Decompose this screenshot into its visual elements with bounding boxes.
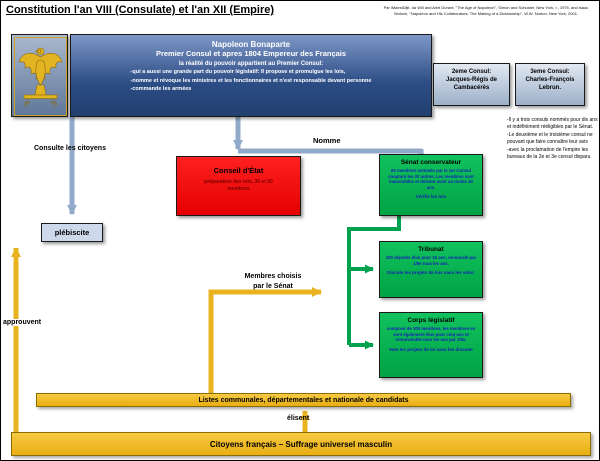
side-note-line: -Il y a trois consuls nommés pour dix an… bbox=[507, 117, 598, 130]
tribunat-role: Discute les projets de lois sans les vot… bbox=[387, 270, 475, 276]
label-consulte-les-citoyens: Consulte les citoyens bbox=[34, 145, 106, 152]
senat-body: 60 membres nommés par le 1er Consul coop… bbox=[388, 168, 474, 190]
side-note-line: -Le deuxième et le troisième consul ne p… bbox=[507, 132, 593, 145]
tribunat-title: Tribunat bbox=[418, 246, 444, 253]
conseil-detat-body: préparation des lois, 30 et 50 membres bbox=[204, 179, 273, 192]
arrow-membres-choisis bbox=[208, 287, 322, 393]
napoleon-powers-list: -qui a aussi une grande part du pouvoir … bbox=[131, 68, 372, 94]
third-consul-box: 3eme Consul: Charles-François Lebrun. bbox=[515, 63, 585, 106]
side-note-line: -avec la proclamation de l'empire les bu… bbox=[507, 147, 591, 160]
second-consul-name: Jacques-Régis de Cambacérès bbox=[445, 76, 498, 91]
page-title: Constitution l'an VIII (Consulate) et l'… bbox=[6, 4, 275, 16]
line-senat-branch bbox=[347, 216, 401, 345]
second-consul-box: 2eme Consul: Jacques-Régis de Cambacérès bbox=[433, 63, 510, 106]
label-approuvent: approuvent bbox=[2, 319, 43, 326]
napoleon-intro: la réalité du pouvoir appartient au Prem… bbox=[178, 61, 324, 67]
label-elisent: élisent bbox=[287, 415, 310, 422]
corps-legislatif-box: Corps législatif composé de 300 membres,… bbox=[379, 312, 483, 378]
label-nomme: Nomme bbox=[313, 136, 341, 145]
napoleon-title: Napoleon Bonaparte bbox=[211, 40, 291, 49]
napoleon-power-item: -qui a aussi une grande part du pouvoir … bbox=[130, 69, 346, 75]
third-consul-name: Charles-François Lebrun. bbox=[525, 76, 575, 91]
second-consul-title: 2eme Consul: bbox=[451, 69, 492, 75]
arrow-nomme-senat bbox=[238, 148, 426, 158]
consuls-side-note: -Il y a trois consuls nommés pour dix an… bbox=[507, 117, 599, 162]
tribunat-body: 100 députés élus pour 10 ans, renouvelé … bbox=[385, 255, 477, 266]
label-membres-line1: Membres choisis bbox=[244, 273, 302, 280]
senat-role: Vérifie les lois bbox=[415, 194, 447, 200]
corps-legislatif-role: Vote les projets de loi sans les discute… bbox=[389, 346, 473, 352]
label-membres-choisis: Membres choisis par le Sénat bbox=[223, 272, 323, 292]
senat-title: Sénat conservateur bbox=[400, 159, 462, 166]
plebiscite-box: plébiscite bbox=[41, 223, 103, 242]
tribunat-box: Tribunat 100 députés élus pour 10 ans, r… bbox=[379, 241, 483, 298]
napoleon-subtitle: Premier Consul et apres 1804 Empereur de… bbox=[155, 49, 347, 58]
corps-legislatif-title: Corps législatif bbox=[407, 317, 455, 324]
third-consul-title: 3eme Consul: bbox=[530, 69, 570, 75]
conseil-detat-title: Conseil d'État bbox=[213, 166, 264, 175]
napoleon-box: Napoleon Bonaparte Premier Consul et apr… bbox=[70, 34, 432, 117]
listes-candidats-bar: Listes communales, départementales et na… bbox=[36, 393, 571, 407]
senat-conservateur-box: Sénat conservateur 60 membres nommés par… bbox=[379, 154, 483, 216]
imperial-eagle-emblem bbox=[11, 34, 68, 117]
citation-text: Par iMaestDijit, da Will and Ariel Duran… bbox=[383, 5, 589, 16]
citoyens-suffrage-bar: Citoyens français – Suffrage universel m… bbox=[11, 432, 591, 456]
napoleon-power-item: -nomme et révoque les ministres et les f… bbox=[130, 77, 372, 84]
conseil-detat-box: Conseil d'État préparation des lois, 30 … bbox=[176, 156, 301, 216]
imperial-eagle-icon bbox=[14, 37, 67, 116]
label-membres-line2: par le Sénat bbox=[253, 283, 293, 291]
corps-legislatif-body: composé de 300 membres, les membres en s… bbox=[386, 326, 476, 343]
napoleon-power-item: -commande les armées bbox=[130, 86, 192, 93]
